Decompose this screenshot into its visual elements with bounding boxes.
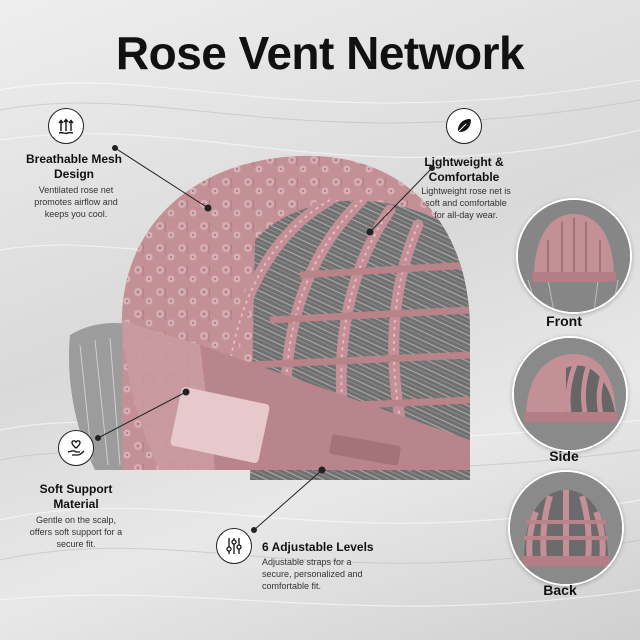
side-view-thumbnail xyxy=(512,336,628,452)
airflow-arrows-icon xyxy=(48,108,84,144)
soft-support-description: Gentle on the scalp, offers soft support… xyxy=(29,515,123,550)
heart-hand-icon xyxy=(58,430,94,466)
side-view-label: Side xyxy=(549,448,579,464)
adjustable-title: 6 Adjustable Levels xyxy=(262,540,374,554)
breathable-title: Breathable Mesh Design xyxy=(25,152,123,181)
back-view-thumbnail xyxy=(508,470,624,586)
feather-icon xyxy=(446,108,482,144)
front-view-label: Front xyxy=(546,313,582,329)
breathable-description: Ventilated rose net promotes airflow and… xyxy=(34,185,118,220)
adjustable-description: Adjustable straps for a secure, personal… xyxy=(262,557,363,592)
front-view-thumbnail xyxy=(516,198,632,314)
sliders-icon xyxy=(216,528,252,564)
page-title: Rose Vent Network xyxy=(115,27,525,79)
back-view-label: Back xyxy=(543,582,577,598)
lightweight-title: Lightweight & Comfortable xyxy=(424,155,504,184)
lightweight-description: Lightweight rose net is soft and comfort… xyxy=(421,186,511,221)
soft-support-title: Soft Support Material xyxy=(39,482,113,511)
